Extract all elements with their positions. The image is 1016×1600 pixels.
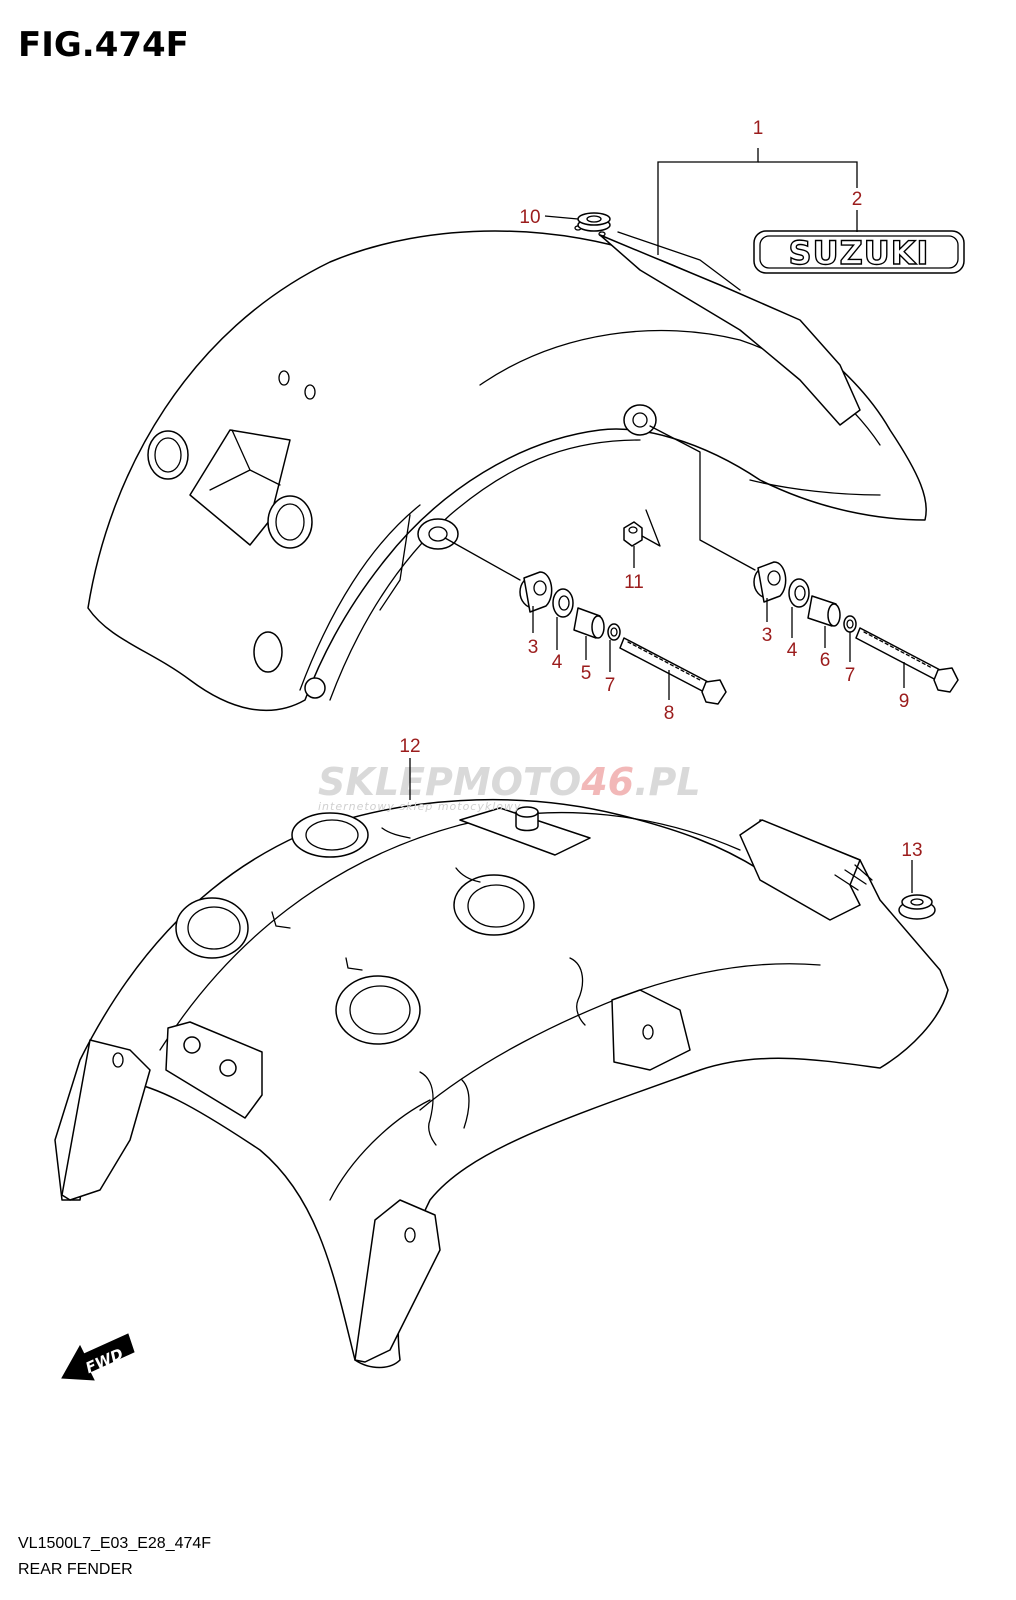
callout-10[interactable]: 10 (519, 207, 540, 228)
callout-4b[interactable]: 4 (787, 640, 798, 661)
forward-direction-arrow: FWD (61, 1333, 135, 1381)
mount-hardware-right[interactable] (649, 425, 959, 693)
mount-hardware-left[interactable] (444, 537, 727, 705)
watermark-brand-suffix: .PL (634, 760, 701, 804)
rear-fender-upper[interactable] (87, 225, 927, 712)
callout-5[interactable]: 5 (581, 663, 592, 684)
sklepmoto-watermark: SKLEPMOTO46.PL internetowy sklep motocyk… (318, 760, 701, 813)
callout-12[interactable]: 12 (399, 736, 420, 757)
callout-7b[interactable]: 7 (845, 665, 856, 686)
callout-6[interactable]: 6 (820, 650, 831, 671)
callout-labels: 1 2 10 11 3 4 5 7 8 3 4 6 7 9 12 13 (399, 118, 922, 861)
svg-text:SKLEPMOTO46.PL: SKLEPMOTO46.PL (318, 760, 701, 804)
grommet-13[interactable] (898, 894, 936, 920)
callout-13[interactable]: 13 (901, 840, 922, 861)
model-code: VL1500L7_E03_E28_474F (18, 1535, 211, 1552)
figure-title: FIG.474F (18, 25, 189, 65)
nut-11[interactable] (623, 509, 661, 547)
emblem-text: SUZUKI (789, 234, 930, 272)
callout-9[interactable]: 9 (899, 691, 910, 712)
callout-2[interactable]: 2 (852, 189, 863, 210)
rear-fender-inner[interactable] (54, 798, 949, 1369)
callout-1[interactable]: 1 (753, 118, 764, 139)
watermark-brand-number: 46 (580, 760, 634, 804)
callout-4a[interactable]: 4 (552, 652, 563, 673)
grommet-10[interactable] (577, 212, 611, 232)
suzuki-emblem[interactable]: SUZUKI (753, 230, 965, 274)
callout-3b[interactable]: 3 (762, 625, 773, 646)
callout-8[interactable]: 8 (664, 703, 675, 724)
callout-7a[interactable]: 7 (605, 675, 616, 696)
figure-caption: REAR FENDER (18, 1561, 133, 1578)
watermark-tagline: internetowy sklep motocyklowy (318, 800, 522, 813)
watermark-brand-main: SKLEPMOTO (318, 760, 581, 804)
leader-lines (409, 148, 913, 893)
callout-11[interactable]: 11 (624, 572, 644, 593)
callout-3a[interactable]: 3 (528, 637, 539, 658)
